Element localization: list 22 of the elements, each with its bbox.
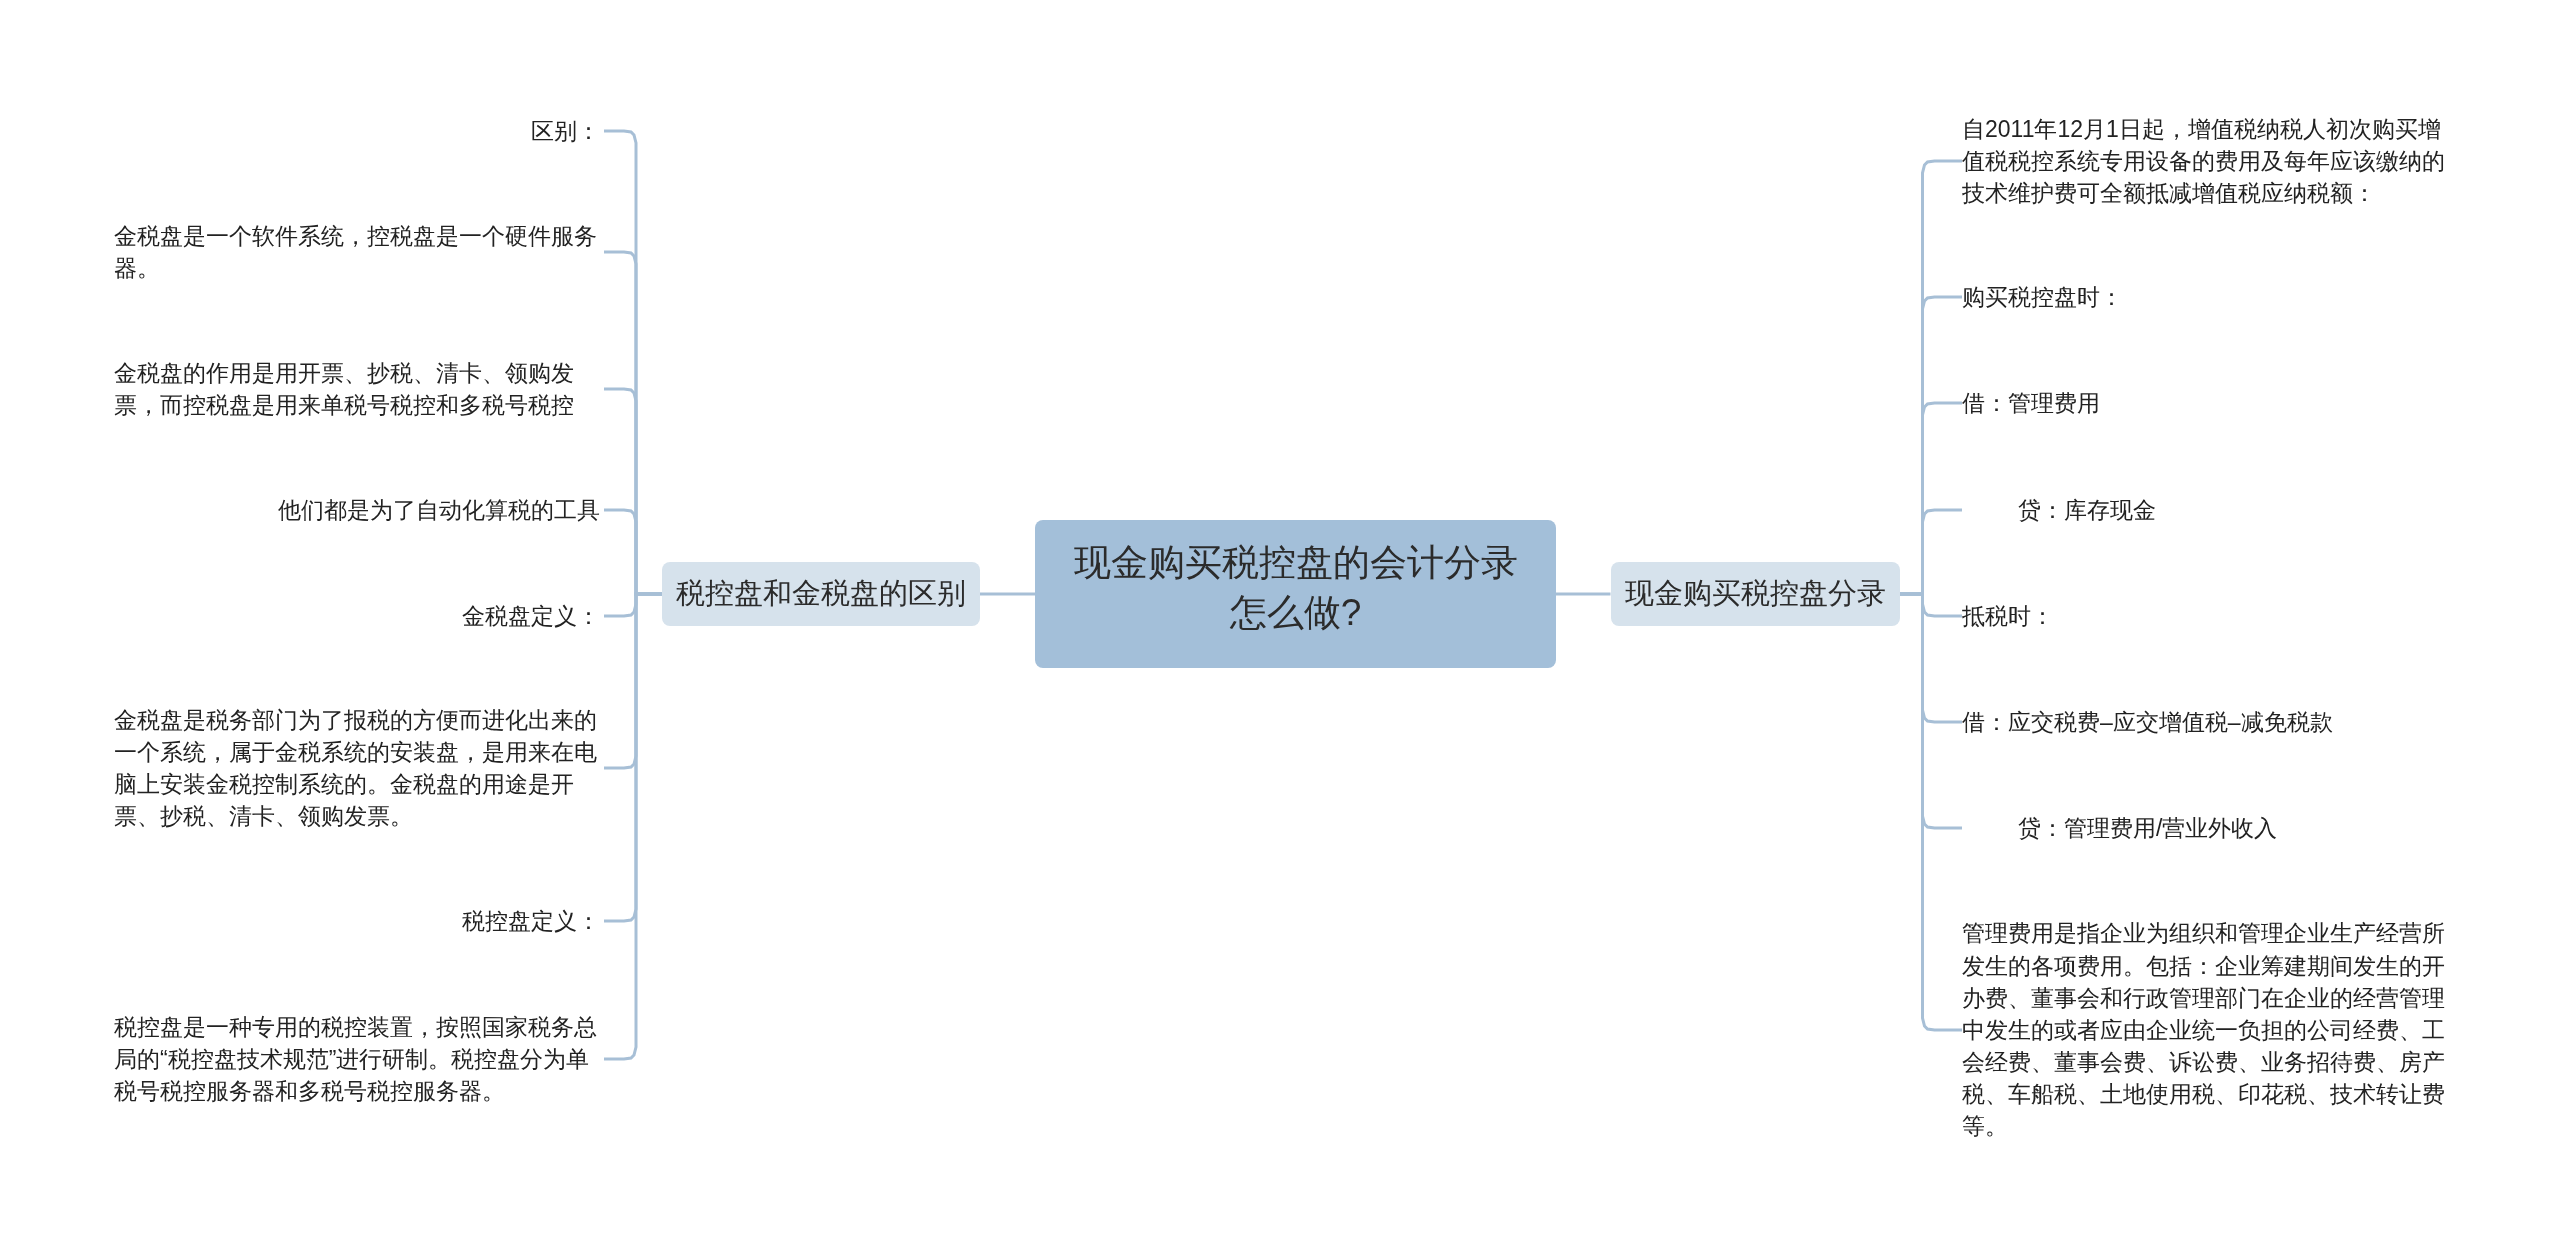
leaf-text: 借：应交税费–应交增值税–减免税款	[1962, 705, 2333, 739]
subtopic-box: 现金购买税控盘分录	[1610, 562, 1900, 626]
leaf-text: 金税盘是一个软件系统，控税盘是一个硬件服务器。	[114, 219, 600, 285]
subtopic-box: 税控盘和金税盘的区别	[662, 562, 980, 626]
connector-line	[1556, 592, 1611, 596]
leaf-text: 管理费用是指企业为组织和管理企业生产经营所发生的各项费用。包括：企业筹建期间发生的开办费、董事会和行政管理部门在企业的经营管理中发生的或者应由企业统一负担的公司经费、工会经费、董事会费、诉讼费、业务招待费、房产税、车船税、土地使用税、印花税、技术转让费等。	[1962, 917, 2454, 1143]
leaf-text: 他们都是为了自动化算税的工具	[278, 493, 600, 527]
leaf-text: 借：管理费用	[1962, 386, 2100, 420]
connector-line	[980, 592, 1035, 596]
topic-box: 现金购买税控盘的会计分录怎么做?	[1035, 520, 1556, 668]
leaf-text: 金税盘的作用是用开票、抄税、清卡、领购发票，而控税盘是用来单税号税控和多税号税控	[114, 356, 600, 422]
leaf-text: 贷：库存现金	[1962, 493, 2156, 527]
leaf-text: 贷：管理费用/营业外收入	[1962, 811, 2278, 845]
leaf-text: 抵税时：	[1962, 599, 2054, 633]
leaf-text: 购买税控盘时：	[1962, 280, 2123, 314]
leaf-text: 税控盘是一种专用的税控装置，按照国家税务总局的“税控盘技术规范”进行研制。税控盘分为单税号税控服务器和多税号税控服务器。	[114, 1010, 600, 1108]
connector-line	[604, 592, 662, 1061]
leaf-text: 税控盘定义：	[462, 904, 600, 938]
leaf-text: 金税盘定义：	[462, 599, 600, 633]
leaf-text: 自2011年12月1日起，增值税纳税人初次购买增值税税控系统专用设备的费用及每年应该缴纳的技术维护费可全额抵减增值税应纳税额：	[1962, 112, 2454, 210]
leaf-text: 金税盘是税务部门为了报税的方便而进化出来的一个系统，属于金税系统的安装盘，是用来在电脑上安装金税控制系统的。金税盘的用途是开票、抄税、清卡、领购发票。	[114, 703, 600, 833]
leaf-text: 区别：	[531, 114, 600, 148]
